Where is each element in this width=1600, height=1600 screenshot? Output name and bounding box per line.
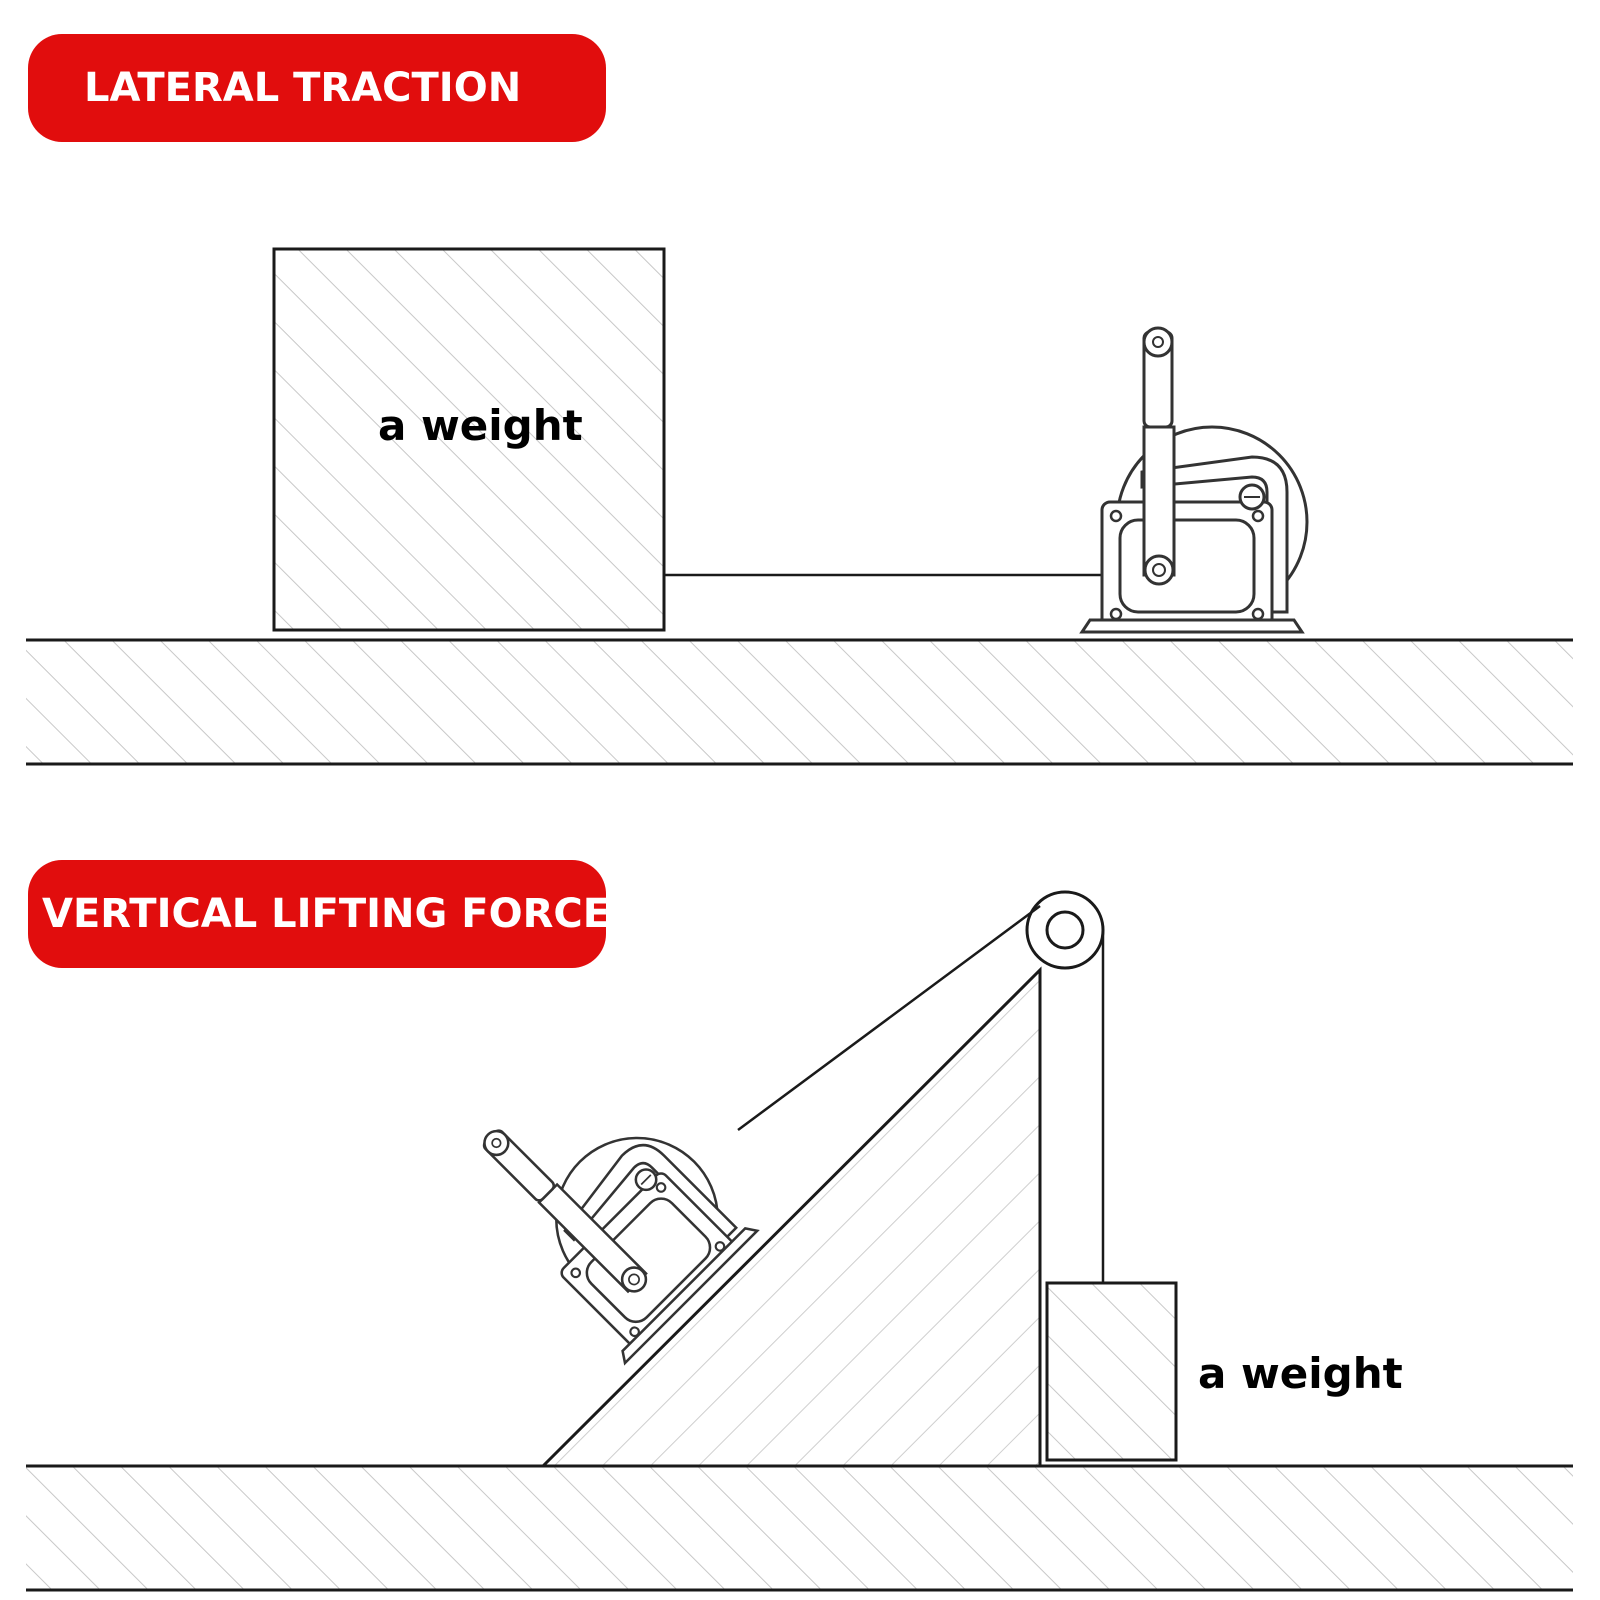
weight-label-2: a weight bbox=[1198, 1349, 1403, 1398]
cable-2-diagonal bbox=[737, 904, 1041, 1132]
section-heading-lateral: LATERAL TRACTION bbox=[28, 34, 606, 142]
weight-box-1 bbox=[272, 247, 666, 632]
weight-box-2 bbox=[1045, 1281, 1178, 1462]
ground-1 bbox=[26, 640, 1573, 764]
hand-winch-icon bbox=[1080, 326, 1309, 634]
weight-label-1: a weight bbox=[378, 401, 583, 450]
ramp bbox=[539, 966, 1042, 1468]
ground-2 bbox=[26, 1466, 1573, 1590]
pulley-hub bbox=[1045, 910, 1085, 950]
section-heading-vertical: VERTICAL LIFTING FORCE bbox=[28, 860, 610, 968]
